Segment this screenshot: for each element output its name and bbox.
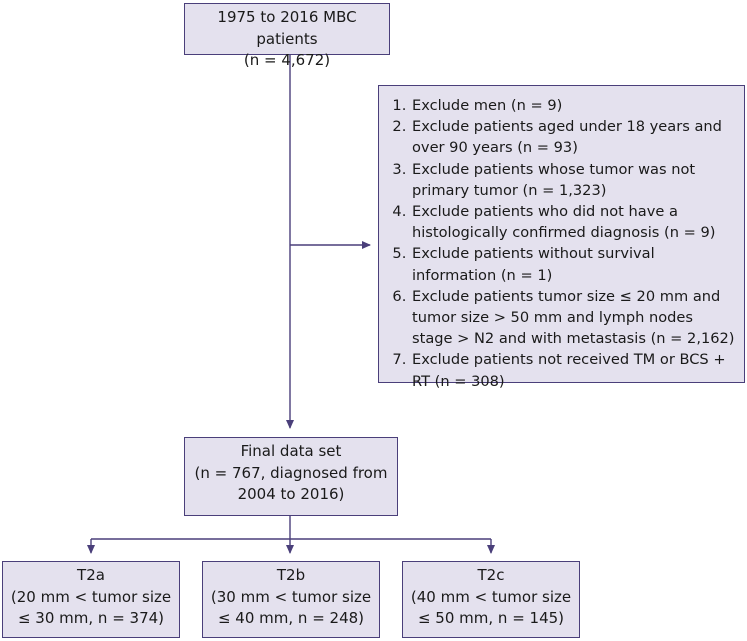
t2a-range: (20 mm < tumor size xyxy=(10,587,172,606)
initial-cohort-box: 1975 to 2016 MBC patients (n = 4,672) xyxy=(184,3,390,69)
exclusion-item: Exclude patients who did not have a hist… xyxy=(411,201,738,243)
exclusion-item: Exclude patients tumor size ≤ 20 mm and … xyxy=(411,286,738,350)
final-data-set-count: (n = 767, diagnosed from xyxy=(194,463,388,482)
t2c-count: ≤ 50 mm, n = 145) xyxy=(417,609,565,627)
t2a-count: ≤ 30 mm, n = 374) xyxy=(17,609,165,627)
exclusion-item: Exclude patients without survival inform… xyxy=(411,243,738,285)
t2c-range: (40 mm < tumor size xyxy=(410,587,572,606)
t2b-box: T2b (30 mm < tumor size ≤ 40 mm, n = 248… xyxy=(202,561,380,638)
t2b-title: T2b xyxy=(276,566,306,584)
exclusion-item: Exclude patients aged under 18 years and… xyxy=(411,116,738,158)
t2b-count: ≤ 40 mm, n = 248) xyxy=(217,609,365,627)
exclusion-item: Exclude patients whose tumor was not pri… xyxy=(411,159,738,201)
exclusion-criteria-box: Exclude men (n = 9) Exclude patients age… xyxy=(378,85,745,390)
exclusion-list: Exclude men (n = 9) Exclude patients age… xyxy=(391,95,738,392)
initial-cohort-count: (n = 4,672) xyxy=(243,51,331,69)
t2a-title: T2a xyxy=(77,566,105,584)
initial-cohort-title: 1975 to 2016 MBC patients xyxy=(217,8,357,48)
t2c-box: T2c (40 mm < tumor size ≤ 50 mm, n = 145… xyxy=(402,561,580,638)
t2b-range: (30 mm < tumor size xyxy=(210,587,372,606)
final-data-set-period: 2004 to 2016) xyxy=(237,485,345,503)
exclusion-item: Exclude men (n = 9) xyxy=(411,95,738,116)
final-data-set-box: Final data set (n = 767, diagnosed from … xyxy=(184,437,398,516)
t2a-box: T2a (20 mm < tumor size ≤ 30 mm, n = 374… xyxy=(2,561,180,638)
final-data-set-title: Final data set xyxy=(240,442,342,460)
exclusion-item: Exclude patients not received TM or BCS … xyxy=(411,349,738,391)
t2c-title: T2c xyxy=(477,566,505,584)
